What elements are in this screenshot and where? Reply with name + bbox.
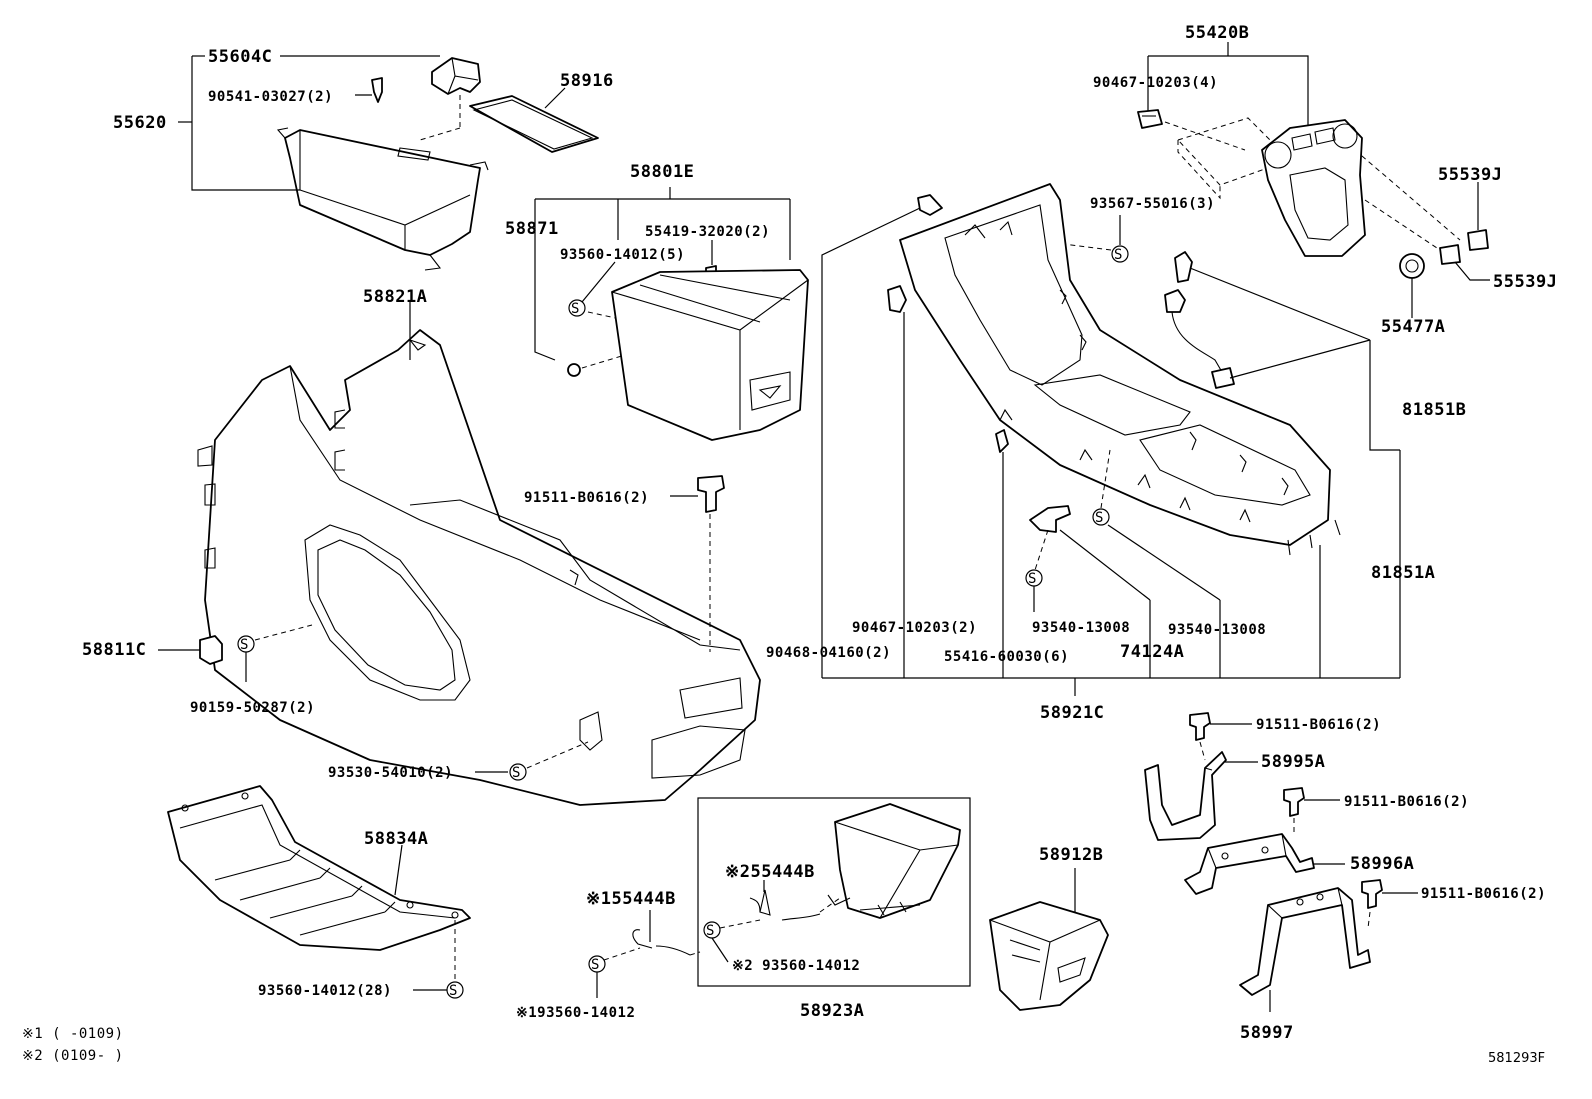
label-93560-14012-n1: ※193560-14012 [516, 1005, 635, 1021]
s-mark-icon: S [509, 763, 527, 781]
s-mark-icon: S [1111, 245, 1129, 263]
bolt-91511-icon [697, 475, 725, 513]
label-91511-B0616-d: 91511-B0616(2) [1421, 886, 1546, 902]
s-mark-icon: S [568, 299, 586, 317]
label-55420B: 55420B [1185, 23, 1249, 43]
label-55444B-1: ※155444B [586, 889, 676, 909]
label-55416-60030: 55416-60030(6) [944, 649, 1069, 665]
label-93530-54010: 93530-54010(2) [328, 765, 453, 781]
s-mark-icon: S [703, 921, 721, 939]
label-58821A: 58821A [363, 287, 427, 307]
s-mark-icon: S [588, 955, 606, 973]
shift-bezel-55420B [1261, 119, 1366, 257]
pad-55539J-b-icon [1439, 244, 1461, 265]
label-58801E: 58801E [630, 162, 694, 182]
cup-holder-58912B [989, 901, 1109, 1011]
armrest-box-55620 [276, 57, 489, 271]
clip-55416-icon [995, 429, 1009, 453]
label-58834A: 58834A [364, 829, 428, 849]
label-93540-13008-a: 93540-13008 [1032, 620, 1130, 636]
label-55539J-b: 55539J [1493, 272, 1557, 292]
bracket-58995A [1144, 751, 1227, 841]
svg-text:S: S [512, 765, 521, 781]
label-58871: 58871 [505, 219, 559, 239]
bolt-91511-c-icon [1283, 787, 1305, 817]
s-mark-icon: S [237, 635, 255, 653]
label-90541-03027: 90541-03027(2) [208, 89, 333, 105]
label-58995A: 58995A [1261, 752, 1325, 772]
s-mark-icon: S [1025, 569, 1043, 587]
mat-58916 [469, 95, 599, 153]
tray-58834A [167, 785, 471, 951]
label-58921C: 58921C [1040, 703, 1104, 723]
label-90159-50287: 90159-50287(2) [190, 700, 315, 716]
label-58997: 58997 [1240, 1023, 1294, 1043]
clip-90467-b-icon [887, 285, 907, 313]
svg-text:S: S [449, 983, 458, 999]
label-55539J-a: 55539J [1438, 165, 1502, 185]
label-90468-04160: 90468-04160(2) [766, 645, 891, 661]
label-58923A: 58923A [800, 1001, 864, 1021]
bracket-58997 [1239, 887, 1371, 996]
label-55444B-2: ※255444B [725, 862, 815, 882]
label-90467-10203-2: 90467-10203(2) [852, 620, 977, 636]
label-91511-B0616-b: 91511-B0616(2) [1256, 717, 1381, 733]
label-55419-32020: 55419-32020(2) [645, 224, 770, 240]
detail-box-58923A [697, 797, 971, 987]
ashtray-58923A [827, 803, 961, 919]
plug-58811C-icon [199, 635, 223, 665]
label-58811C: 58811C [82, 640, 146, 660]
bracket-58996A [1184, 833, 1315, 895]
label-55604C: 55604C [208, 47, 272, 67]
bolt-91511-b-icon [1189, 712, 1211, 741]
svg-text:S: S [1114, 247, 1123, 263]
label-74124A: 74124A [1120, 642, 1184, 662]
label-58996A: 58996A [1350, 854, 1414, 874]
label-55477A: 55477A [1381, 317, 1445, 337]
label-58916: 58916 [560, 71, 614, 91]
label-91511-B0616-c: 91511-B0616(2) [1344, 794, 1469, 810]
label-81851A: 81851A [1371, 563, 1435, 583]
label-81851B: 81851B [1402, 400, 1466, 420]
label-91511-B0616-a: 91511-B0616(2) [524, 490, 649, 506]
diagram-code: 581293F [1488, 1051, 1545, 1066]
label-93560-14012-28: 93560-14012(28) [258, 983, 392, 999]
label-58912B: 58912B [1039, 845, 1103, 865]
svg-text:S: S [706, 923, 715, 939]
label-93560-14012-n2: ※2 93560-14012 [732, 958, 860, 974]
bracket-74124A-icon [1029, 505, 1071, 533]
svg-text:S: S [240, 637, 249, 653]
center-console-58821A [197, 329, 761, 806]
clip-icon [567, 363, 581, 377]
svg-text:S: S [1095, 510, 1104, 526]
svg-text:S: S [1028, 571, 1037, 587]
console-panel-58921C [899, 183, 1341, 556]
s-mark-icon: S [446, 981, 464, 999]
bolt-91511-d-icon [1361, 879, 1383, 909]
pad-55539J-a-icon [1467, 229, 1489, 251]
console-box-58801E [611, 269, 809, 441]
note-2: ※2 (0109- ) [22, 1048, 124, 1064]
clip-90468-icon [917, 194, 943, 216]
label-93567-55016: 93567-55016(3) [1090, 196, 1215, 212]
ring-55477A-icon [1399, 253, 1425, 279]
label-90467-10203-4: 90467-10203(4) [1093, 75, 1218, 91]
label-93540-13008-b: 93540-13008 [1168, 622, 1266, 638]
clip-90467-icon [1137, 109, 1163, 129]
s-mark-icon: S [1092, 508, 1110, 526]
label-93560-14012-5: 93560-14012(5) [560, 247, 685, 263]
svg-text:S: S [591, 957, 600, 973]
svg-text:S: S [571, 301, 580, 317]
note-1: ※1 ( -0109) [22, 1026, 124, 1042]
lamp-wire-81851B [1164, 251, 1235, 389]
label-55620: 55620 [113, 113, 167, 133]
